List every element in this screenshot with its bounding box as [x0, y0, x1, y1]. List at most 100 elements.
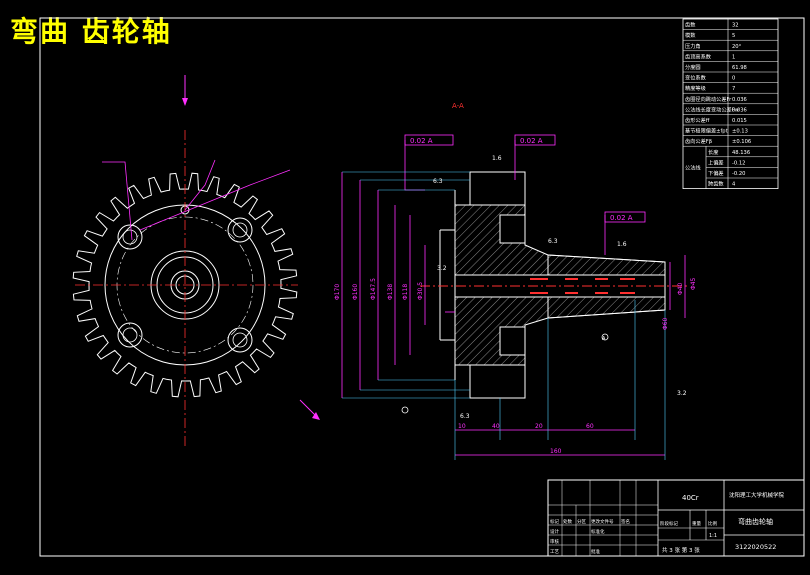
leader-hole — [102, 161, 133, 241]
tb-label-6: 标准化 — [591, 528, 605, 535]
dim-h-4: 160 — [550, 448, 562, 455]
dim-v-2: Φ147.5 — [370, 278, 377, 300]
tolerance-3: 0.02 A — [610, 214, 633, 222]
param-label-1: 模数 — [685, 31, 696, 39]
dim-v-4: Φ118 — [402, 284, 409, 300]
roughness-7: 3.2 — [677, 390, 687, 397]
param-label-5: 变位系数 — [685, 74, 707, 82]
tb-label-8: 工艺 — [550, 549, 559, 555]
school-text: 沈阳理工大学机械学院 — [729, 491, 785, 499]
datum-marker-1 — [401, 406, 409, 414]
cn-value-2: -0.20 — [732, 171, 745, 177]
tb-label-1: 处数 — [563, 518, 572, 525]
cn-label-0: 长度 — [708, 148, 718, 156]
param-value-0: 32 — [732, 23, 739, 29]
dim-v-8: Φ45 — [690, 277, 697, 290]
lightening-hole-2 — [117, 322, 143, 348]
dimension-texts: Φ170 Φ160 Φ147.5 Φ138 Φ118 Φ30.5 Φ60 Φ40… — [334, 277, 697, 455]
hatch-shaft-lower — [547, 296, 666, 319]
lightening-hole-3 — [227, 327, 253, 353]
tb-label-0: 标记 — [550, 518, 559, 525]
lightening-hole-0 — [117, 224, 143, 250]
sheets-text: 共 3 张 第 3 张 — [662, 546, 700, 554]
dim-h-0: 10 — [458, 423, 466, 430]
section-view — [420, 171, 690, 399]
param-label-8: 公法线长度变动公差Fw — [685, 105, 740, 113]
param-label-7: 齿圈径向跳动公差Fr — [685, 95, 732, 103]
dim-v-0: Φ170 — [334, 284, 341, 300]
roughness-2: 1.6 — [492, 155, 502, 162]
param-value-1: 5 — [732, 33, 735, 39]
dim-v-3: Φ138 — [387, 284, 394, 300]
tb-label-5: 设计 — [550, 528, 559, 535]
param-value-3: 1 — [732, 54, 735, 60]
param-value-4: 61.98 — [732, 65, 747, 71]
roughness-3: 6.3 — [548, 238, 558, 245]
tb-label-12: 比例 — [708, 520, 717, 527]
tb-label-7: 审核 — [550, 538, 559, 545]
dim-h-2: 20 — [535, 423, 543, 430]
section-label: A-A — [452, 102, 464, 110]
tb-label-9: 批准 — [591, 548, 600, 555]
gear-rim-top — [469, 171, 526, 206]
part-name-text: 弯曲齿轮轴 — [738, 517, 773, 526]
param-label-9: 齿形公差ff — [685, 116, 710, 124]
title-block-labels: 标记处数分区更改文件号签名设计标准化审核工艺批准阶段标记重量比例 — [550, 518, 717, 555]
roughness-symbols: 6.3 1.6 6.3 1.6 3.2 6.3 3.2 — [433, 155, 687, 420]
param-label-2: 压力角 — [685, 42, 701, 50]
param-label-3: 齿顶高系数 — [685, 52, 712, 60]
cn-label-1: 上偏差 — [708, 158, 724, 166]
tb-label-3: 更改文件号 — [591, 518, 614, 525]
cn-value-3: 4 — [732, 182, 736, 188]
dim-v-1: Φ160 — [352, 284, 359, 300]
param-value-11: ±0.106 — [732, 139, 751, 145]
drawing-title: 弯曲 齿轮轴 — [10, 15, 172, 48]
cn-value-1: -0.12 — [732, 160, 745, 166]
tolerance-1: 0.02 A — [410, 137, 433, 145]
roughness-5: 3.2 — [437, 265, 447, 272]
param-label-10: 基节极限偏差±fpt — [685, 127, 728, 135]
param-label-6: 精度等级 — [685, 84, 706, 92]
param-label-4: 分度圆 — [685, 63, 701, 71]
param-value-8: 0.036 — [732, 107, 747, 113]
tolerance-2: 0.02 A — [520, 137, 543, 145]
lightening-hole-1 — [227, 217, 253, 243]
tolerance-frames: 0.02 A 0.02 A 0.02 A — [404, 134, 646, 223]
leader-angle — [139, 169, 291, 231]
tb-label-4: 签名 — [621, 518, 630, 525]
param-value-7: 0.036 — [732, 97, 747, 103]
dimension-lines — [341, 140, 686, 456]
dim-v-5: Φ30.5 — [417, 282, 424, 300]
common-normal-label: 公法线 — [685, 163, 701, 171]
dim-v-7: Φ40 — [677, 282, 684, 295]
extension-lines — [342, 171, 666, 460]
dim-h-3: 60 — [586, 423, 594, 430]
cn-value-0: 48.136 — [732, 150, 750, 156]
title-block: 40Cr 沈阳理工大学机械学院 弯曲齿轮轴 3122020522 共 3 张 第… — [547, 479, 805, 557]
dim-h-1: 40 — [492, 423, 500, 430]
param-label-0: 齿数 — [685, 21, 696, 29]
datum-label: A — [602, 336, 606, 342]
material-text: 40Cr — [682, 494, 699, 502]
param-value-2: 20° — [732, 44, 742, 50]
scale-text: 1:1 — [709, 533, 717, 539]
roughness-1: 6.3 — [433, 178, 443, 185]
tb-label-10: 阶段标记 — [660, 520, 678, 527]
tb-label-2: 分区 — [577, 518, 586, 525]
drawing-border — [39, 17, 805, 557]
param-value-10: ±0.13 — [732, 129, 748, 135]
roughness-4: 1.6 — [617, 241, 627, 248]
cn-label-3: 跨齿数 — [708, 180, 724, 188]
leader-face — [184, 159, 216, 211]
datum-marker-2 — [601, 333, 609, 341]
param-value-9: 0.015 — [732, 118, 747, 124]
dim-v-6: Φ60 — [662, 317, 669, 330]
gear-rim-bottom — [469, 364, 526, 399]
drawing-number-text: 3122020522 — [735, 543, 776, 551]
param-label-11: 齿向公差Fβ — [685, 137, 712, 145]
param-value-6: 7 — [732, 86, 735, 92]
cn-label-2: 下偏差 — [708, 169, 724, 177]
roughness-6: 6.3 — [460, 413, 470, 420]
